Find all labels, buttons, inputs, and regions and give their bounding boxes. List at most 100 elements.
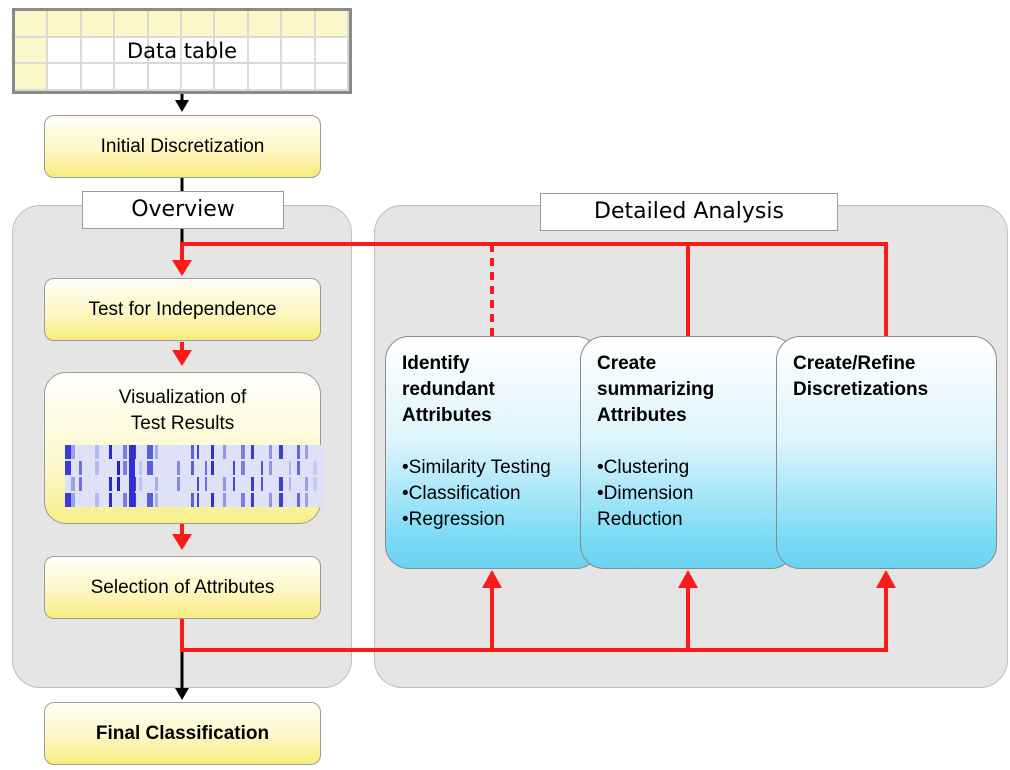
heatmap-cell — [241, 461, 245, 475]
heatmap-cell — [305, 477, 308, 491]
summarizing-item-2: •Dimension — [597, 483, 694, 504]
refine-title-2: Discretizations — [793, 379, 929, 400]
heatmap-cell — [211, 445, 214, 459]
heatmap-cell — [177, 461, 180, 475]
heatmap-cell — [297, 445, 300, 459]
test-independence-label: Test for Independence — [88, 298, 277, 320]
heatmap-cell — [109, 493, 112, 507]
detailed-analysis-tag-label: Detailed Analysis — [594, 199, 784, 224]
red-loop-bottom — [180, 588, 888, 652]
heatmap-cell — [197, 445, 199, 459]
heatmap-cell — [251, 493, 254, 507]
identify-item-3: •Regression — [402, 509, 505, 530]
heatmap-cell — [65, 445, 71, 459]
heatmap-cell — [139, 461, 142, 475]
heatmap-cell — [297, 461, 300, 475]
visualization-title-line2: Test Results — [130, 413, 235, 434]
heatmap-cell — [155, 477, 158, 491]
identify-title-3: Attributes — [402, 405, 492, 426]
heatmap-cell — [109, 477, 112, 491]
heatmap-cell — [251, 445, 254, 459]
heatmap-cell — [65, 461, 71, 475]
heatmap-cell — [147, 493, 153, 507]
selection-attributes-label: Selection of Attributes — [90, 576, 275, 598]
heatmap-cell — [177, 477, 180, 491]
heatmap-cell — [279, 493, 283, 507]
heatmap-cell — [211, 461, 214, 475]
visualization-box: Visualization of Test Results — [44, 372, 323, 524]
red-arrow-to-test — [172, 260, 192, 276]
heatmap-cell — [251, 477, 254, 491]
heatmap-cell — [223, 493, 226, 507]
heatmap-cell — [147, 461, 153, 475]
heatmap-cell — [241, 445, 245, 459]
summarizing-item-1: •Clustering — [597, 457, 690, 478]
identify-item-1: •Similarity Testing — [402, 457, 551, 478]
heatmap-cell — [139, 477, 142, 491]
summarizing-item-3: Reduction — [597, 509, 683, 530]
identify-title-1: Identify — [402, 353, 470, 374]
test-independence-box: Test for Independence — [44, 278, 321, 341]
heatmap-cell — [95, 461, 99, 475]
heatmap-cell — [313, 461, 317, 475]
heatmap-cell — [305, 445, 308, 459]
selection-attributes-box: Selection of Attributes — [44, 556, 321, 619]
heatmap-cell — [241, 493, 245, 507]
create-summarizing-box: Create summarizing Attributes •Clusterin… — [580, 336, 795, 569]
data-table-grid — [15, 11, 349, 91]
summarizing-title-1: Create — [597, 353, 657, 374]
heatmap-cell — [147, 445, 153, 459]
heatmap-cell — [305, 493, 308, 507]
heatmap-cell — [269, 445, 272, 459]
heatmap-cell — [191, 461, 194, 475]
heatmap-cell — [223, 445, 226, 459]
refine-title-1: Create/Refine — [793, 353, 916, 374]
heatmap-cell — [289, 461, 291, 475]
heatmap-cell — [191, 493, 194, 507]
heatmap-cell — [279, 445, 283, 459]
heatmap-cell — [71, 445, 75, 459]
heatmap-cell — [269, 461, 272, 475]
identify-redundant-box: Identify redundant Attributes •Similarit… — [385, 336, 600, 569]
heatmap-cell — [297, 493, 300, 507]
identify-item-2: •Classification — [402, 483, 521, 504]
heatmap-cell — [261, 461, 263, 475]
initial-discretization-box: Initial Discretization — [44, 115, 321, 178]
heatmap-cell — [279, 477, 283, 491]
heatmap-cell — [211, 493, 214, 507]
heatmap-cell — [205, 477, 207, 491]
heatmap-cell — [95, 445, 99, 459]
heatmap-cell — [71, 493, 75, 507]
heatmap-cell — [205, 461, 207, 475]
heatmap-cell — [123, 461, 127, 475]
heatmap-cell — [65, 493, 71, 507]
heatmap-cell — [123, 445, 127, 459]
heatmap-cell — [71, 477, 75, 491]
heatmap-cell — [79, 461, 82, 475]
overview-tag-label: Overview — [131, 197, 235, 222]
heatmap-cell — [117, 477, 120, 491]
heatmap-cell — [155, 493, 158, 507]
heatmap-cell — [233, 477, 235, 491]
heatmap-cell — [313, 477, 317, 491]
initial-discretization-label: Initial Discretization — [100, 135, 265, 157]
visualization-title-line1: Visualization of — [118, 387, 247, 408]
heatmap-cell — [223, 477, 226, 491]
heatmap-highlight-column — [129, 445, 135, 507]
heatmap-cell — [123, 493, 127, 507]
final-classification-box: Final Classification — [44, 702, 321, 765]
heatmap-cell — [197, 477, 199, 491]
detailed-analysis-tag: Detailed Analysis — [540, 193, 838, 231]
heatmap-cell — [117, 461, 120, 475]
red-loop-top — [180, 242, 888, 336]
heatmap-cell — [95, 493, 99, 507]
heatmap-cell — [197, 493, 199, 507]
data-table: Data table — [12, 8, 352, 94]
heatmap-cell — [155, 445, 158, 459]
summarizing-title-3: Attributes — [597, 405, 687, 426]
heatmap-cell — [233, 461, 235, 475]
final-classification-label: Final Classification — [95, 722, 270, 744]
summarizing-title-2: summarizing — [597, 379, 715, 400]
overview-tag: Overview — [82, 191, 284, 229]
heatmap-cell — [289, 477, 291, 491]
